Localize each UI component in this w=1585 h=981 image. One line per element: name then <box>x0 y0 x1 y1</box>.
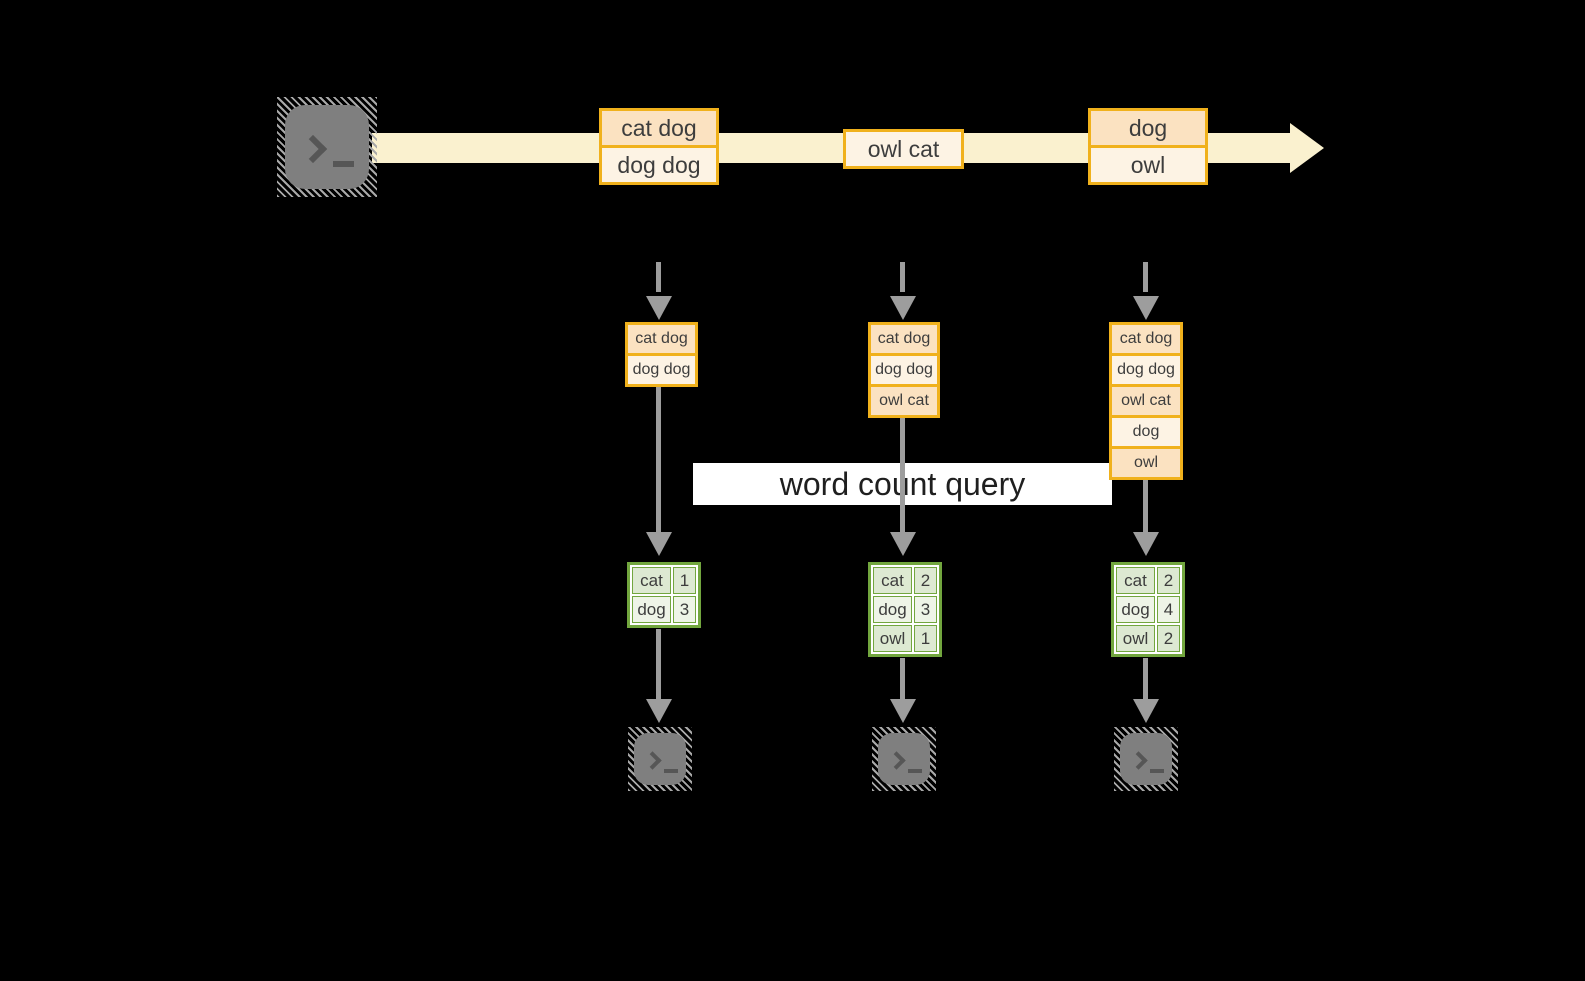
state-row-text: cat dog <box>628 325 695 353</box>
terminal-screen <box>1120 733 1172 785</box>
stream-event-text: owl cat <box>846 132 961 166</box>
count-value-cell: 3 <box>914 596 937 623</box>
stream-event-text: cat dog <box>602 111 716 145</box>
terminal-screen <box>285 105 369 189</box>
count-word-cell: cat <box>632 567 671 594</box>
stream-event-text: dog <box>1091 111 1205 145</box>
terminal-output-icon <box>1114 727 1178 791</box>
arrowhead-icon <box>890 532 916 556</box>
arrowhead-icon <box>890 699 916 723</box>
prompt-chevron-icon <box>298 134 328 164</box>
state-row-text: owl cat <box>1112 384 1180 415</box>
terminal-screen <box>878 733 930 785</box>
count-word-cell: owl <box>1116 625 1155 652</box>
stream-event-box: owl cat <box>843 129 964 169</box>
state-row-text: cat dog <box>871 325 937 353</box>
stream-event-text: dog dog <box>602 145 716 182</box>
arrowhead-icon <box>646 699 672 723</box>
state-row-text: cat dog <box>1112 325 1180 353</box>
terminal-output-icon <box>628 727 692 791</box>
count-word-cell: dog <box>873 596 912 623</box>
count-value-cell: 4 <box>1157 596 1180 623</box>
dashed-arrow-segment <box>656 262 661 292</box>
arrowhead-icon <box>1133 699 1159 723</box>
prompt-chevron-icon <box>643 751 662 770</box>
arrowhead-icon <box>646 296 672 320</box>
connector-line <box>900 658 905 699</box>
arrowhead-icon <box>1133 296 1159 320</box>
state-row-text: owl <box>1112 446 1180 477</box>
count-value-cell: 2 <box>914 567 937 594</box>
state-row-text: dog <box>1112 415 1180 446</box>
dashed-arrow-segment <box>1143 262 1148 292</box>
count-word-cell: cat <box>873 567 912 594</box>
prompt-cursor-icon <box>908 769 922 773</box>
arrowhead-icon <box>1133 532 1159 556</box>
terminal-screen <box>634 733 686 785</box>
terminal-source-icon <box>277 97 377 197</box>
prompt-chevron-icon <box>1129 751 1148 770</box>
state-row-text: dog dog <box>628 353 695 384</box>
connector-line <box>656 386 661 532</box>
prompt-chevron-icon <box>887 751 906 770</box>
prompt-cursor-icon <box>664 769 678 773</box>
connector-line <box>1143 478 1148 532</box>
prompt-cursor-icon <box>1150 769 1164 773</box>
count-word-cell: dog <box>1116 596 1155 623</box>
count-value-cell: 3 <box>673 596 696 623</box>
count-word-cell: owl <box>873 625 912 652</box>
arrowhead-icon <box>890 296 916 320</box>
arrowhead-icon <box>646 532 672 556</box>
state-row-text: owl cat <box>871 384 937 415</box>
connector-line <box>900 416 905 532</box>
count-value-cell: 2 <box>1157 567 1180 594</box>
count-value-cell: 2 <box>1157 625 1180 652</box>
prompt-cursor-icon <box>333 161 354 167</box>
state-row-text: dog dog <box>1112 353 1180 384</box>
dashed-arrow-segment <box>900 262 905 292</box>
count-word-cell: cat <box>1116 567 1155 594</box>
count-value-cell: 1 <box>673 567 696 594</box>
connector-line <box>1143 658 1148 699</box>
terminal-output-icon <box>872 727 936 791</box>
stream-arrowhead-icon <box>1290 123 1324 173</box>
stream-event-text: owl <box>1091 145 1205 182</box>
state-row-text: dog dog <box>871 353 937 384</box>
count-word-cell: dog <box>632 596 671 623</box>
connector-line <box>656 629 661 699</box>
count-value-cell: 1 <box>914 625 937 652</box>
